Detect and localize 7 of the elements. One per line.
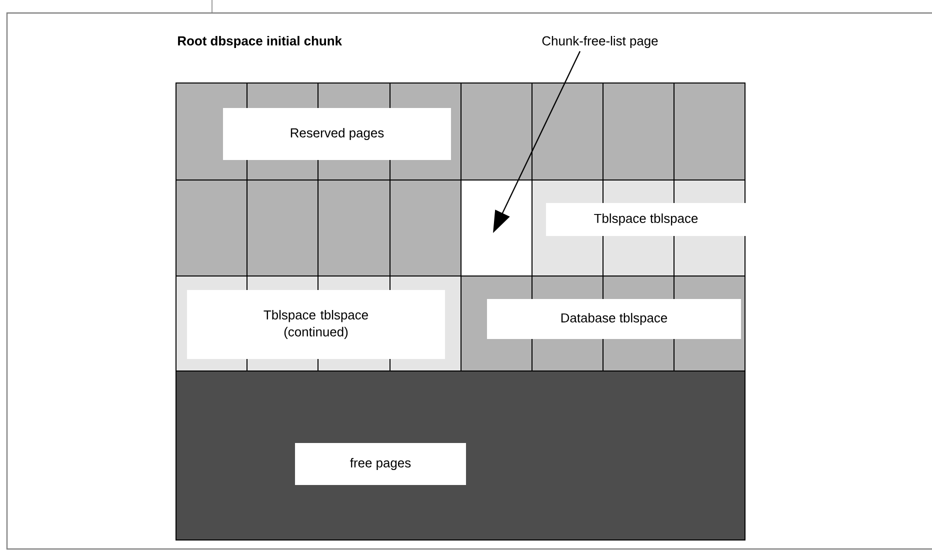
callout-text: Chunk-free-list page [542, 36, 658, 48]
area-label: Database tblspace [487, 299, 741, 339]
title: Root dbspace initial chunk [178, 36, 342, 48]
area-label: Reserved pages [223, 108, 451, 160]
area-label: free pages [295, 443, 466, 485]
area-label: Tblspace tblspace (continued) [187, 290, 445, 359]
area-label: Tblspace tblspace [546, 203, 746, 236]
